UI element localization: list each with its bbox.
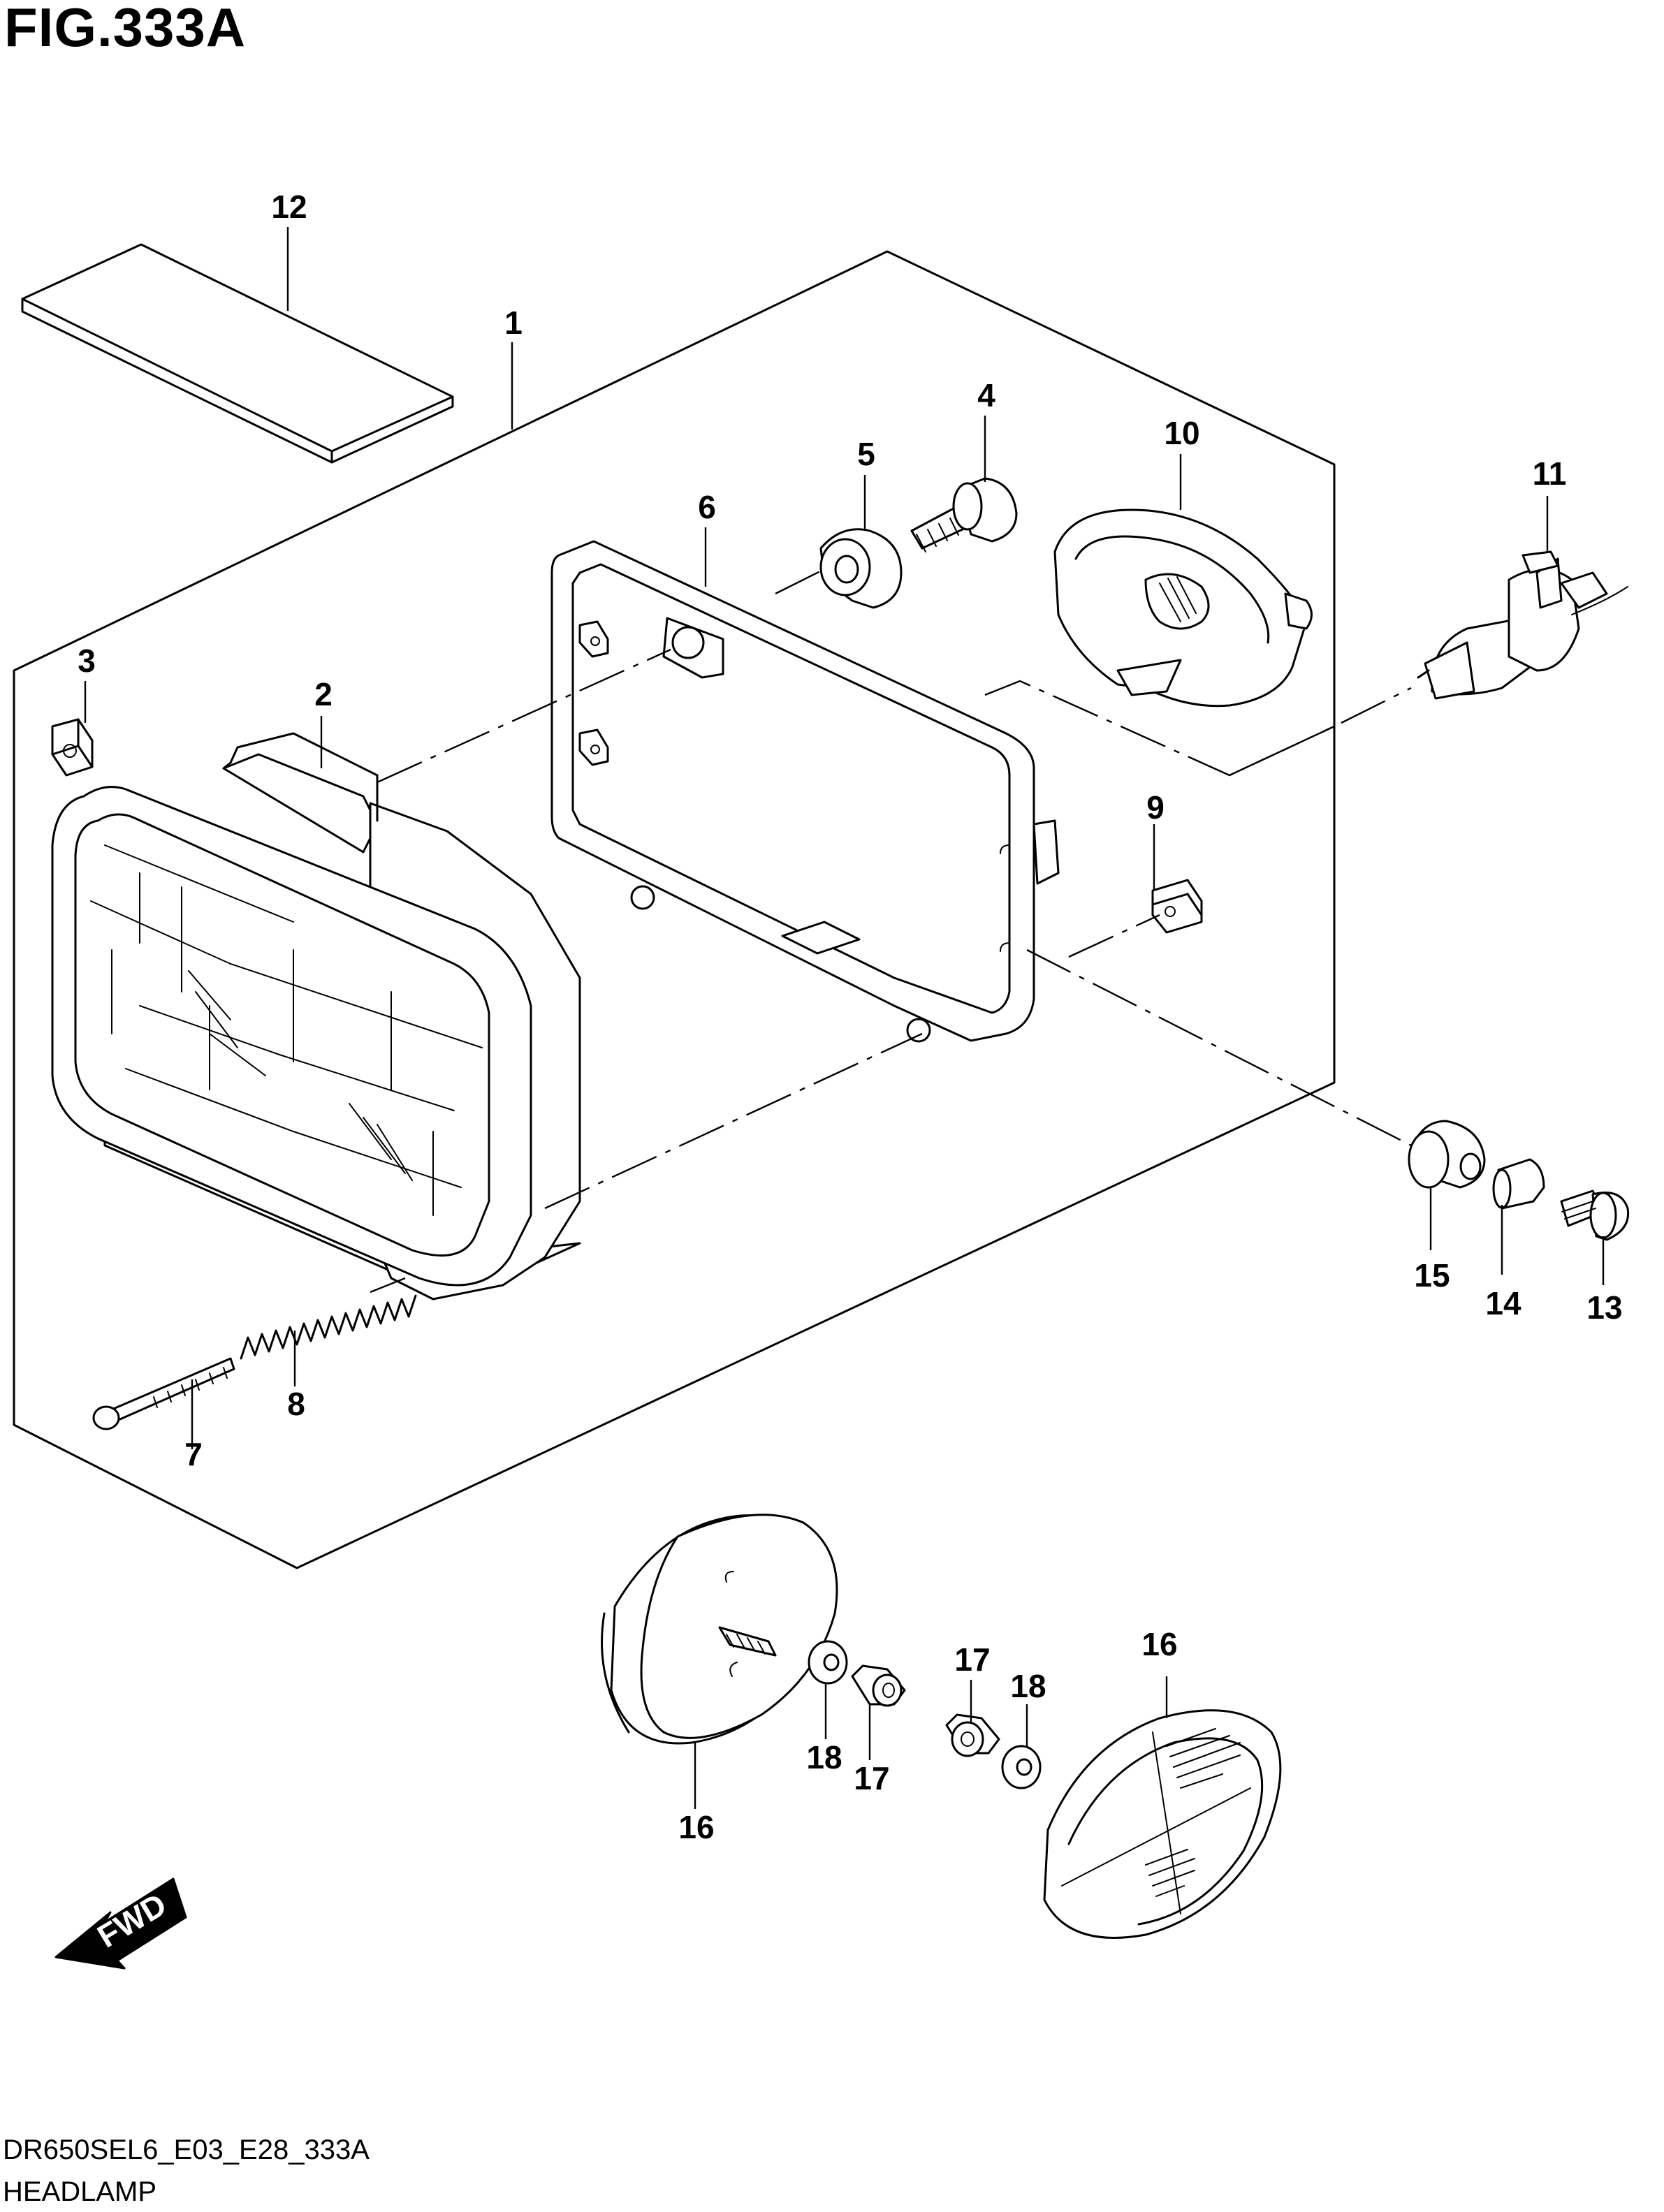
assembly-outline: [13, 250, 1336, 1569]
part-10-socket-cover: [1053, 508, 1313, 708]
callout-15: 15: [1414, 1257, 1450, 1294]
part-11-bulb: [1417, 550, 1628, 700]
part-18-washer-a: [808, 1640, 848, 1685]
callout-2: 2: [314, 676, 333, 712]
callout-18b: 18: [1010, 1668, 1046, 1704]
part-12-label-sheet: [21, 243, 454, 464]
callout-16b: 16: [1141, 1626, 1177, 1662]
figure-code: DR650SEL6_E03_E28_333A: [3, 2134, 370, 2165]
callout-4: 4: [977, 377, 995, 413]
part-2-headlamp-unit: [51, 732, 581, 1301]
callout-13: 13: [1586, 1289, 1622, 1326]
part-16-round-reflector-b: [1043, 1709, 1282, 1939]
dashline-frame-to-collar: [1026, 948, 1412, 1147]
part-17-nut-b: [945, 1713, 1000, 1757]
part-9-clip: [1151, 879, 1203, 934]
dashline-socket-bracket: [1229, 725, 1335, 777]
callout-17a: 17: [854, 1760, 889, 1796]
callout-3: 3: [78, 643, 96, 679]
part-5-grommet: [819, 528, 903, 609]
part-18-washer-b: [1001, 1745, 1042, 1789]
part-3-clip-nut: [51, 718, 94, 777]
fwd-arrow-badge: FWD: [54, 1877, 187, 1970]
dashline-headlamp-lower: [544, 1032, 923, 1210]
dashline-headlamp-to-frame: [377, 648, 671, 784]
figure-title: FIG.333A: [4, 0, 247, 58]
callout-16a: 16: [678, 1809, 714, 1845]
callout-14: 14: [1485, 1285, 1521, 1321]
part-15-grommet: [1408, 1120, 1486, 1189]
callout-18a: 18: [806, 1739, 842, 1775]
part-4-adjuster-screw: [910, 477, 1018, 552]
callout-12: 12: [271, 189, 307, 225]
part-7-long-screw: [92, 1357, 235, 1430]
callout-11: 11: [1533, 455, 1567, 492]
callout-8: 8: [287, 1386, 305, 1422]
figure-name: HEADLAMP: [3, 2176, 157, 2207]
callout-7: 7: [184, 1436, 203, 1472]
dashline-grommet-to-frame: [775, 568, 825, 595]
part-17-nut-a: [851, 1664, 906, 1707]
callout-17b: 17: [954, 1641, 990, 1678]
callout-5: 5: [857, 436, 875, 472]
callout-9: 9: [1146, 789, 1165, 826]
callout-10: 10: [1164, 415, 1199, 451]
part-16-round-housing-a: [601, 1514, 838, 1745]
dashline-socket-to-bulb: [984, 680, 1412, 777]
callout-6: 6: [698, 489, 716, 525]
callout-1: 1: [504, 305, 523, 341]
part-13-screw: [1560, 1189, 1630, 1241]
part-6-headlamp-frame: [550, 540, 1060, 1043]
part-14-collar: [1492, 1158, 1545, 1210]
dashline-spring-to-headlamp: [370, 1277, 406, 1294]
part-8-spring: [240, 1294, 417, 1360]
dashline-clip-to-frame: [1068, 914, 1160, 958]
